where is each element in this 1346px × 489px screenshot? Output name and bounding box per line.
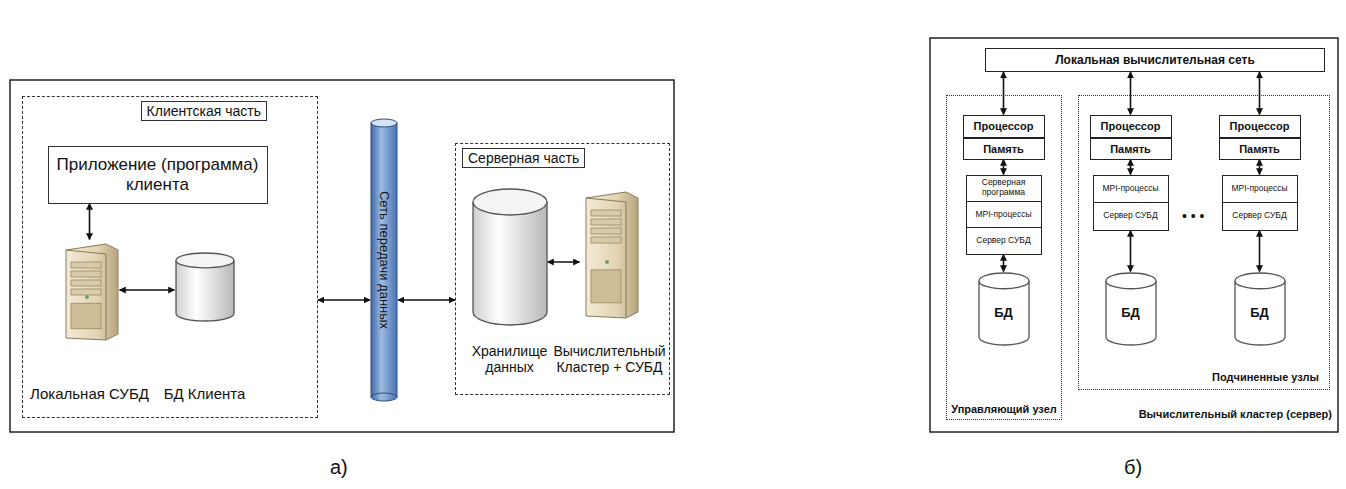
soft-node: MPI-процессыСервер СУБД: [1093, 175, 1169, 231]
small-node: Память: [1090, 138, 1172, 160]
connector-arrow: [398, 299, 455, 301]
net-node: Локальная вычислительная сеть: [985, 48, 1325, 72]
subfigure-caption: б): [1124, 456, 1142, 479]
pipe-node: Сеть передачи данных: [370, 118, 398, 402]
software-label: Сервер СУБД: [967, 228, 1041, 253]
region-label: Серверная часть: [462, 148, 585, 168]
connector-arrow: [1130, 160, 1132, 175]
region-label: Подчиненные узлы: [1210, 371, 1321, 383]
region-label: Управляющий узел: [947, 403, 1061, 415]
hw-label: Память: [1239, 143, 1280, 155]
connector-arrow: [548, 261, 580, 263]
db-label: БД: [994, 305, 1013, 320]
small-node: Процессор: [963, 115, 1045, 138]
server-node: Локальная СУБД: [60, 240, 120, 342]
database-cylinder: [175, 252, 235, 322]
connector-arrow: [1259, 160, 1261, 175]
subfigure-caption: а): [330, 456, 348, 479]
icon-caption: Локальная СУБД: [30, 385, 149, 403]
soft-node: MPI-процессыСервер СУБД: [1222, 175, 1298, 231]
frame-a: [10, 80, 674, 432]
software-label: Сервер СУБД: [1223, 203, 1297, 230]
regB-node: Подчиненные узлы ПроцессорПамятьMPI-проце…: [1078, 95, 1330, 390]
ellipsis: • • •: [1182, 208, 1204, 224]
db-label: БД: [1250, 305, 1269, 320]
group-label: Вычислительный кластер (сервер): [1139, 408, 1332, 420]
app-label: Приложение (программа) клиента: [55, 155, 261, 195]
database-cylinder: [472, 188, 548, 326]
hw-label: Процессор: [974, 120, 1034, 132]
box-node: Приложение (программа) клиента: [48, 146, 268, 204]
icon-caption: Вычислительный Кластер + СУБД: [549, 343, 671, 377]
software-label: MPI-процессы: [1223, 176, 1297, 204]
connector-arrow: [1003, 72, 1005, 115]
cyl-node: Хранилище данных: [472, 188, 548, 326]
connector-arrow: [318, 299, 370, 301]
server-node: Вычислительный Кластер + СУБД: [580, 188, 640, 320]
connector-arrow: [1259, 72, 1261, 115]
soft-node: Серверная программаMPI-процессыСервер СУ…: [966, 175, 1042, 255]
region-label: Клиентская часть: [141, 101, 267, 121]
software-label: MPI-процессы: [967, 202, 1041, 228]
server-icon: [60, 240, 120, 342]
network-label: Локальная вычислительная сеть: [1055, 53, 1255, 67]
frame-b: [930, 38, 1338, 432]
connector-arrow: [120, 289, 175, 291]
db-label: БД: [1121, 305, 1140, 320]
small-node: Процессор: [1219, 115, 1301, 138]
software-label: Серверная программа: [967, 176, 1041, 202]
db-node: БД: [1105, 272, 1157, 346]
icon-caption: БД Клиента: [164, 385, 246, 403]
software-label: MPI-процессы: [1094, 176, 1168, 204]
hw-label: Память: [983, 143, 1024, 155]
connector-arrow: [1259, 231, 1261, 272]
small-node: Процессор: [1090, 115, 1172, 138]
regA-node: Серверная частьХранилище данныхВычислите…: [455, 143, 670, 395]
hw-label: Память: [1110, 143, 1151, 155]
db-node: БД: [1234, 272, 1286, 346]
server-icon: [580, 188, 640, 320]
connector-arrow: [89, 204, 91, 240]
regB-node: Управляющий узел ПроцессорПамятьСерверная…: [946, 95, 1062, 420]
connector-arrow: [1003, 160, 1005, 175]
icon-caption: Хранилище данных: [450, 343, 570, 377]
hw-label: Процессор: [1101, 120, 1161, 132]
connector-arrow: [1003, 255, 1005, 272]
cyl-node: БД Клиента: [175, 252, 235, 322]
regA-node: Клиентская частьПриложение (программа) к…: [22, 96, 318, 418]
pipe-label: Сеть передачи данных: [377, 191, 392, 329]
connector-arrow: [1130, 72, 1132, 115]
small-node: Память: [963, 138, 1045, 160]
hw-label: Процессор: [1230, 120, 1290, 132]
software-label: Сервер СУБД: [1094, 203, 1168, 230]
small-node: Память: [1219, 138, 1301, 160]
db-node: БД: [978, 272, 1030, 346]
connector-arrow: [1130, 231, 1132, 272]
